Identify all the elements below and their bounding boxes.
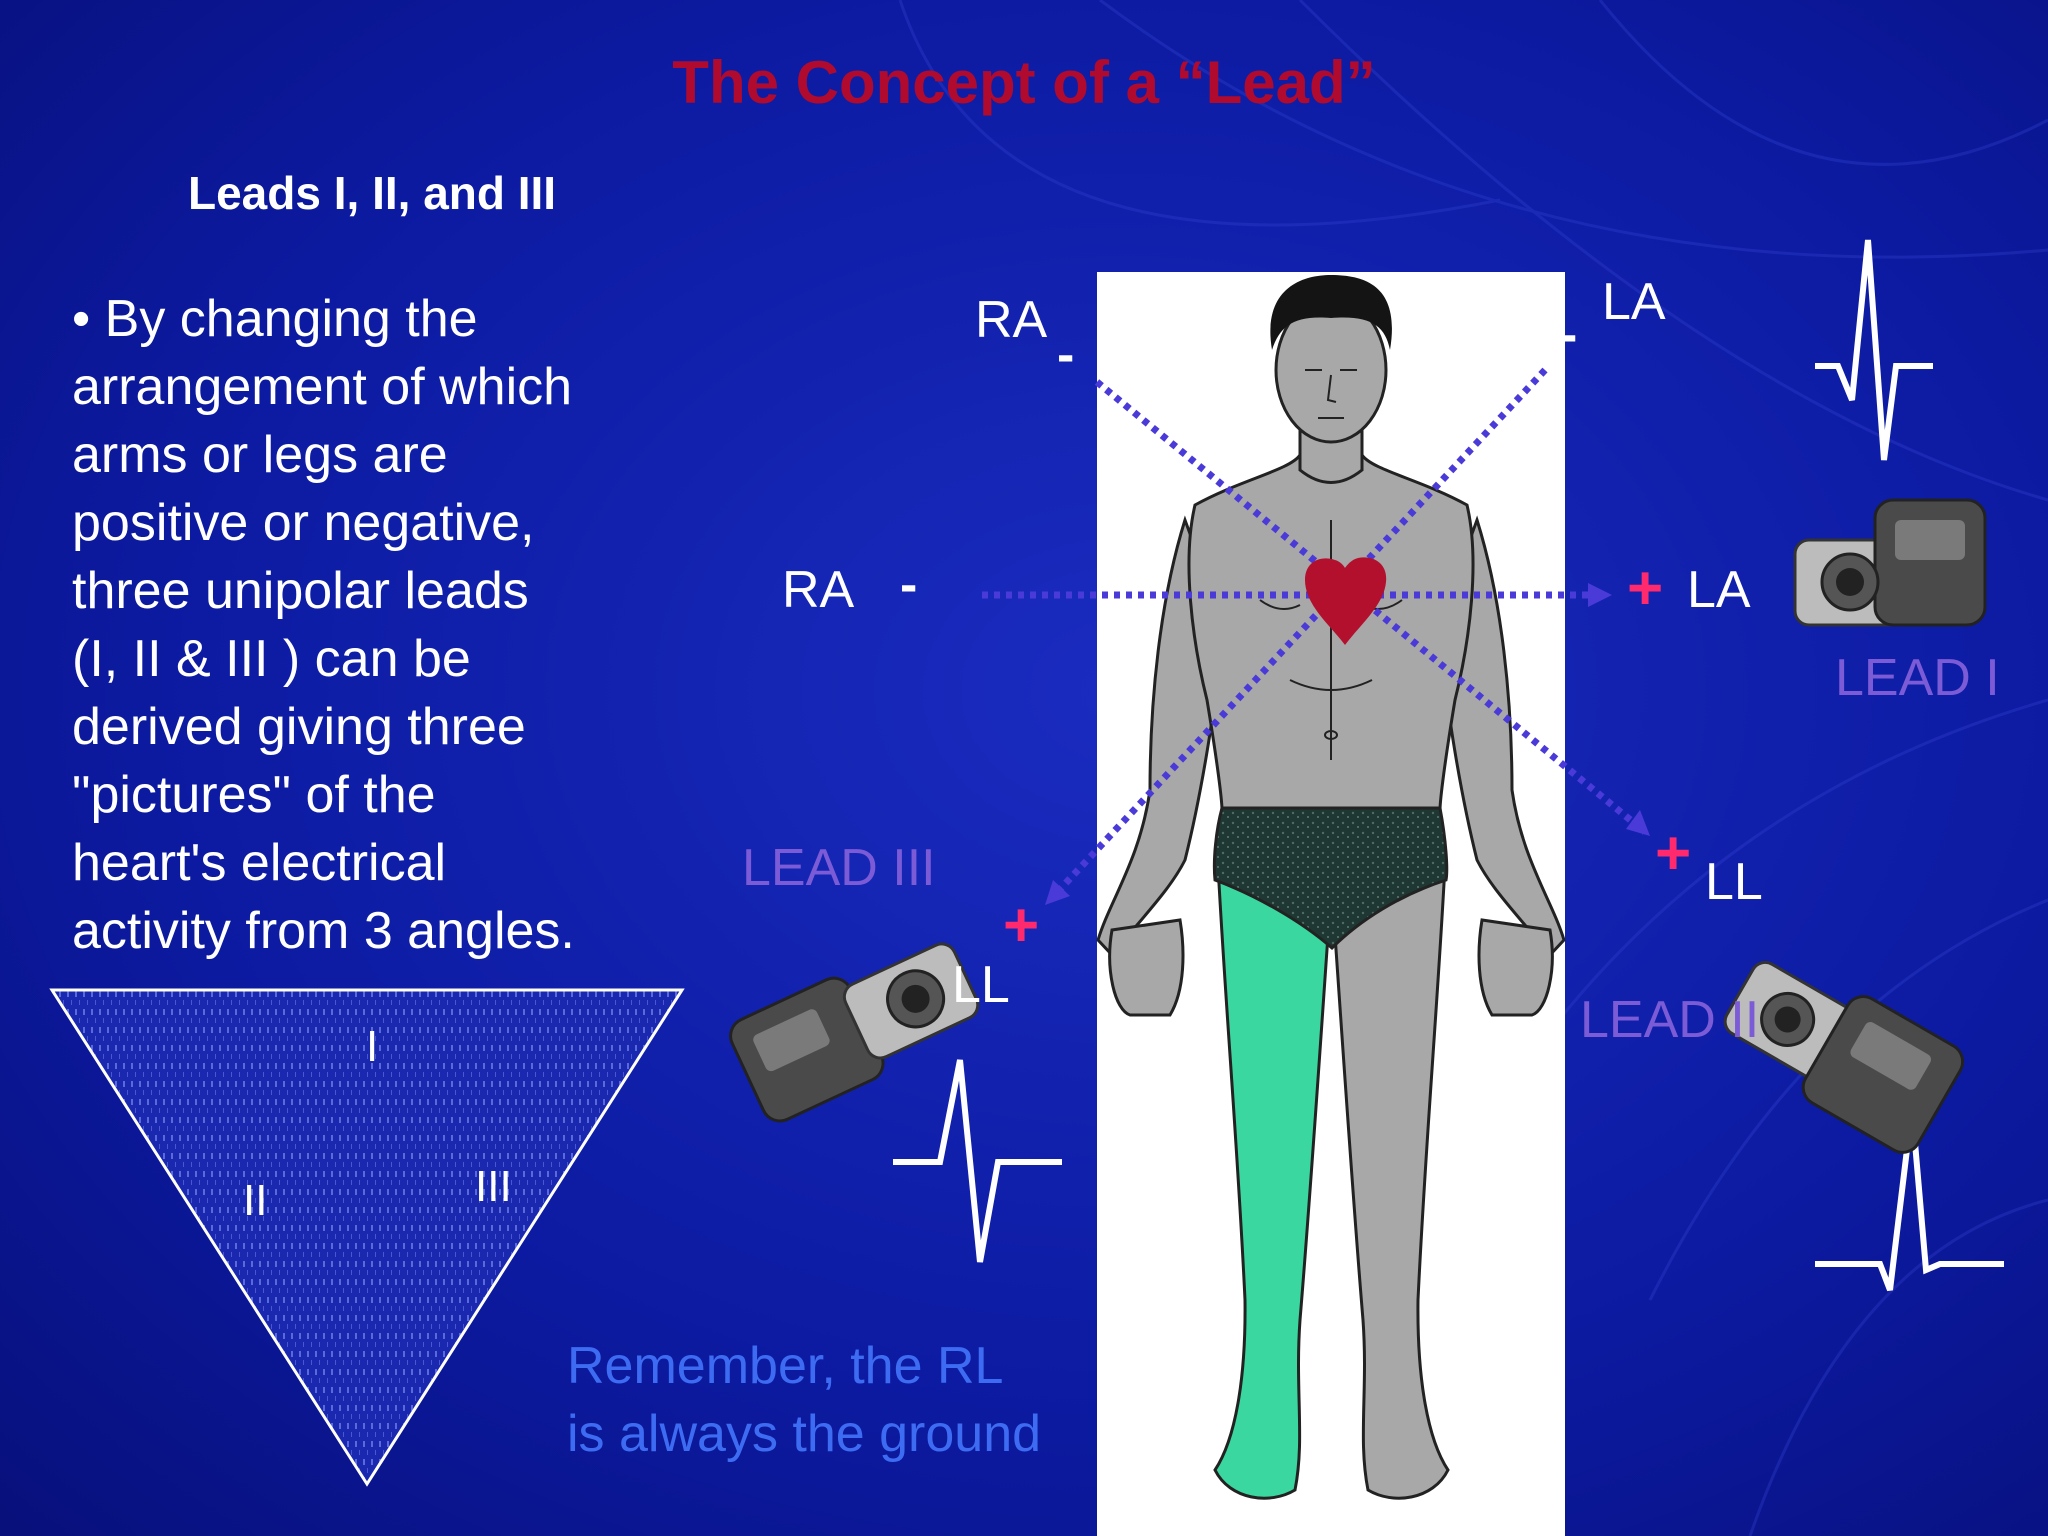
lead-iii-arrowhead [1045,880,1070,905]
positive-sign: + [1627,554,1664,623]
lead-lines [982,367,1648,903]
ecg-waveform-icon [893,1059,1062,1263]
left-leg [1333,862,1450,1500]
electrode-ll-left: LL [952,956,1010,1014]
electrode-ra-top: RA [975,291,1048,349]
ground-note-line: is always the ground [567,1405,1042,1463]
lead-ii-arrowhead [1626,810,1650,836]
lead-ii-line [1094,379,1648,835]
electrode-ll-right: LL [1705,853,1763,911]
positive-sign: + [1655,819,1692,888]
left-hand [1477,918,1554,1017]
electrode-ra-mid: RA [782,561,855,619]
bullet-line: derived giving three [72,698,526,756]
triangle-label-left: II [243,1176,268,1225]
negative-sign: - [1057,326,1075,384]
ground-note: Remember, the RL is always the ground [567,1332,1041,1468]
lead-i-label: LEAD I [1835,649,2000,707]
ecg-waveform-icon [1815,239,1933,461]
positive-sign: + [1003,891,1040,960]
triangle-shape [49,988,685,1487]
lead-i-arrowhead [1588,583,1612,607]
right-leg [1213,862,1330,1500]
bullet-line: activity from 3 angles. [72,902,575,960]
bullet-line: positive or negative, [72,494,535,552]
bullet-paragraph: • By changing the arrangement of which a… [72,285,672,965]
bullet-line: (I, II & III ) can be [72,630,471,688]
heart-icon [1305,557,1387,645]
camera-icon [1793,498,1987,627]
slide-title: The Concept of a “Lead” [672,49,1376,116]
lead-ii-label: LEAD II [1580,991,1760,1049]
electrode-la-top: LA [1602,273,1666,331]
lead-iii-line [1047,367,1548,903]
negative-sign: - [1560,306,1578,364]
bullet-line: arms or legs are [72,426,448,484]
ground-note-line: Remember, the RL [567,1337,1004,1395]
bullet-line: arrangement of which [72,358,573,416]
shorts [1212,806,1449,951]
bullet-line: • By changing the [72,290,478,348]
electrode-la-mid: LA [1687,561,1751,619]
camera-icon [1723,960,1965,1154]
bullet-line: three unipolar leads [72,562,529,620]
camera-icon [729,942,980,1123]
lead-iii-label: LEAD III [742,839,936,897]
triangle-label-top: I [366,1022,379,1071]
slide-subtitle: Leads I, II, and III [188,167,557,219]
bullet-line: "pictures" of the [72,766,436,824]
right-hand [1108,918,1185,1017]
bullet-line: heart's electrical [72,834,447,892]
hair [1270,275,1392,350]
triangle-label-right: III [475,1162,512,1211]
negative-sign: - [900,556,918,614]
